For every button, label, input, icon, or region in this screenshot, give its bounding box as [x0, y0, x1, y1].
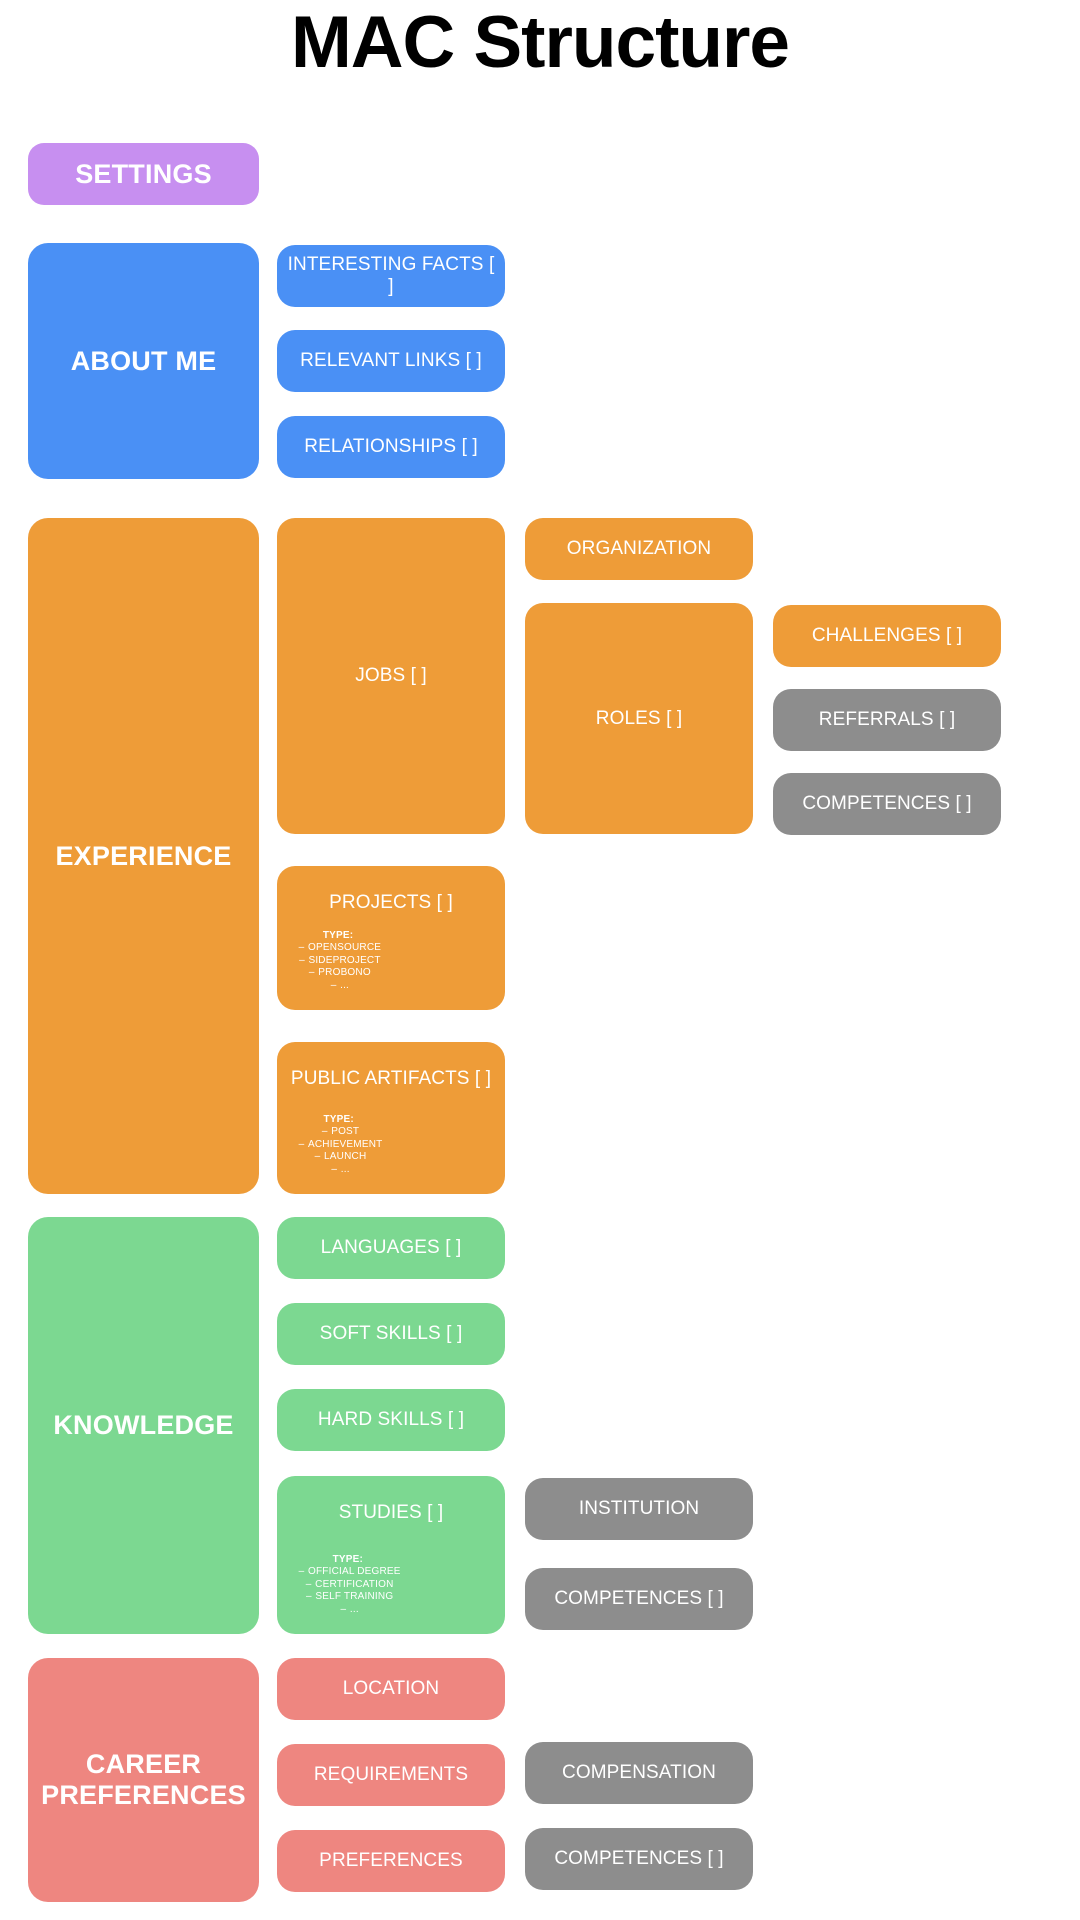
studies-type-item-label: OFFICIAL DEGREE	[308, 1566, 401, 1577]
node-jobs[interactable]: JOBS [ ]	[277, 518, 505, 834]
node-organization[interactable]: ORGANIZATION	[525, 518, 753, 580]
projects-type-item-label: SIDEPROJECT	[308, 954, 381, 966]
studies-type-item: –CERTIFICATION	[305, 1578, 394, 1590]
projects-type-item-label: OPENSOURCE	[308, 942, 382, 953]
node-preferences[interactable]: PREFERENCES	[277, 1830, 505, 1892]
node-institution[interactable]: INSTITUTION	[525, 1478, 753, 1540]
projects-type-item-label: ...	[340, 979, 350, 991]
node-location[interactable]: LOCATION	[277, 1658, 505, 1720]
node-knowledge[interactable]: KNOWLEDGE	[28, 1217, 259, 1634]
node-projects[interactable]: PROJECTS [ ] TYPE: –OPENSOURCE –SIDEPROJ…	[277, 866, 505, 1010]
node-hard-skills[interactable]: HARD SKILLS [ ]	[277, 1389, 505, 1451]
public-artifacts-type-item-label: ...	[340, 1163, 350, 1175]
projects-type-heading: TYPE:	[322, 929, 354, 941]
projects-type-item-label: PROBONO	[318, 967, 371, 978]
node-hard-skills-label: HARD SKILLS [ ]	[317, 1409, 465, 1430]
node-requirements-label: REQUIREMENTS	[313, 1764, 469, 1785]
node-knowledge-competences[interactable]: COMPETENCES [ ]	[525, 1568, 753, 1630]
node-requirements[interactable]: REQUIREMENTS	[277, 1744, 505, 1806]
node-relevant-links[interactable]: RELEVANT LINKS [ ]	[277, 330, 505, 392]
public-artifacts-type-list: TYPE: –POST –ACHIEVEMENT –LAUNCH –...	[295, 1113, 383, 1177]
node-relevant-links-label: RELEVANT LINKS [ ]	[300, 350, 482, 371]
studies-type-heading: TYPE:	[332, 1553, 364, 1565]
node-relationships[interactable]: RELATIONSHIPS [ ]	[277, 416, 505, 478]
node-languages[interactable]: LANGUAGES [ ]	[277, 1217, 505, 1279]
node-career-competences-label: COMPETENCES [ ]	[554, 1848, 724, 1869]
node-knowledge-competences-label: COMPETENCES [ ]	[554, 1588, 724, 1609]
node-roles-label: ROLES [ ]	[595, 707, 683, 729]
node-interesting-facts[interactable]: INTERESTING FACTS [ ]	[277, 245, 505, 307]
node-challenges[interactable]: CHALLENGES [ ]	[773, 605, 1001, 667]
studies-type-item: –SELF TRAINING	[305, 1591, 394, 1602]
projects-type-list: TYPE: –OPENSOURCE –SIDEPROJECT –PROBONO …	[295, 930, 381, 993]
projects-type-item: –SIDEPROJECT	[299, 954, 381, 966]
studies-type-item: –...	[340, 1603, 359, 1615]
node-experience-competences[interactable]: COMPETENCES [ ]	[773, 773, 1001, 835]
node-public-artifacts[interactable]: PUBLIC ARTIFACTS [ ] TYPE: –POST –ACHIEV…	[277, 1042, 505, 1194]
node-interesting-facts-label: INTERESTING FACTS [ ]	[287, 254, 495, 297]
node-knowledge-label: KNOWLEDGE	[53, 1410, 234, 1440]
node-compensation-label: COMPENSATION	[562, 1762, 716, 1783]
career-preferences-line-1: CAREER	[85, 1749, 202, 1779]
node-languages-label: LANGUAGES [ ]	[320, 1237, 462, 1258]
node-projects-label: PROJECTS [ ]	[329, 892, 453, 913]
public-artifacts-type-item-label: POST	[331, 1126, 360, 1137]
node-experience-competences-label: COMPETENCES [ ]	[802, 793, 972, 814]
node-referrals-label: REFERRALS [ ]	[818, 709, 956, 730]
node-institution-label: INSTITUTION	[578, 1498, 700, 1519]
node-roles[interactable]: ROLES [ ]	[525, 603, 753, 834]
node-location-label: LOCATION	[342, 1678, 440, 1699]
node-soft-skills[interactable]: SOFT SKILLS [ ]	[277, 1303, 505, 1365]
public-artifacts-type-item-label: LAUNCH	[324, 1151, 367, 1162]
node-public-artifacts-label: PUBLIC ARTIFACTS [ ]	[290, 1068, 492, 1089]
studies-type-list: TYPE: –OFFICIAL DEGREE –CERTIFICATION –S…	[295, 1554, 401, 1617]
projects-type-item: –PROBONO	[308, 967, 371, 978]
node-about-me[interactable]: ABOUT ME	[28, 243, 259, 479]
studies-type-item-label: ...	[349, 1603, 359, 1615]
public-artifacts-type-item: –POST	[321, 1126, 360, 1137]
node-studies-label: STUDIES [ ]	[338, 1502, 444, 1523]
node-career-competences[interactable]: COMPETENCES [ ]	[525, 1828, 753, 1890]
node-studies[interactable]: STUDIES [ ] TYPE: –OFFICIAL DEGREE –CERT…	[277, 1476, 505, 1634]
node-experience-label: EXPERIENCE	[55, 840, 232, 871]
node-career-preferences-label: CAREER PREFERENCES	[28, 1749, 259, 1811]
node-about-me-label: ABOUT ME	[70, 345, 217, 376]
career-preferences-line-2: PREFERENCES	[41, 1780, 246, 1810]
node-career-preferences[interactable]: CAREER PREFERENCES	[28, 1658, 259, 1902]
studies-type-item-label: SELF TRAINING	[315, 1591, 394, 1602]
studies-type-item-label: CERTIFICATION	[315, 1578, 394, 1590]
node-relationships-label: RELATIONSHIPS [ ]	[304, 436, 478, 457]
public-artifacts-type-heading: TYPE:	[323, 1113, 354, 1125]
node-organization-label: ORGANIZATION	[566, 538, 712, 559]
node-settings-label: SETTINGS	[75, 158, 212, 189]
projects-type-item: –OPENSOURCE	[298, 942, 382, 953]
node-challenges-label: CHALLENGES [ ]	[811, 625, 963, 646]
node-compensation[interactable]: COMPENSATION	[525, 1742, 753, 1804]
studies-type-item: –OFFICIAL DEGREE	[298, 1566, 401, 1577]
node-referrals[interactable]: REFERRALS [ ]	[773, 689, 1001, 751]
node-settings[interactable]: SETTINGS	[28, 143, 259, 205]
node-preferences-label: PREFERENCES	[319, 1850, 463, 1871]
page-title: MAC Structure	[290, 2, 790, 83]
node-jobs-label: JOBS [ ]	[355, 665, 427, 686]
public-artifacts-type-item: –LAUNCH	[314, 1151, 367, 1162]
node-soft-skills-label: SOFT SKILLS [ ]	[319, 1323, 463, 1344]
public-artifacts-type-item: –...	[331, 1163, 350, 1175]
node-experience[interactable]: EXPERIENCE	[28, 518, 259, 1194]
public-artifacts-type-item-label: ACHIEVEMENT	[308, 1138, 383, 1150]
projects-type-item: –...	[330, 979, 350, 991]
public-artifacts-type-item: –ACHIEVEMENT	[298, 1138, 383, 1150]
